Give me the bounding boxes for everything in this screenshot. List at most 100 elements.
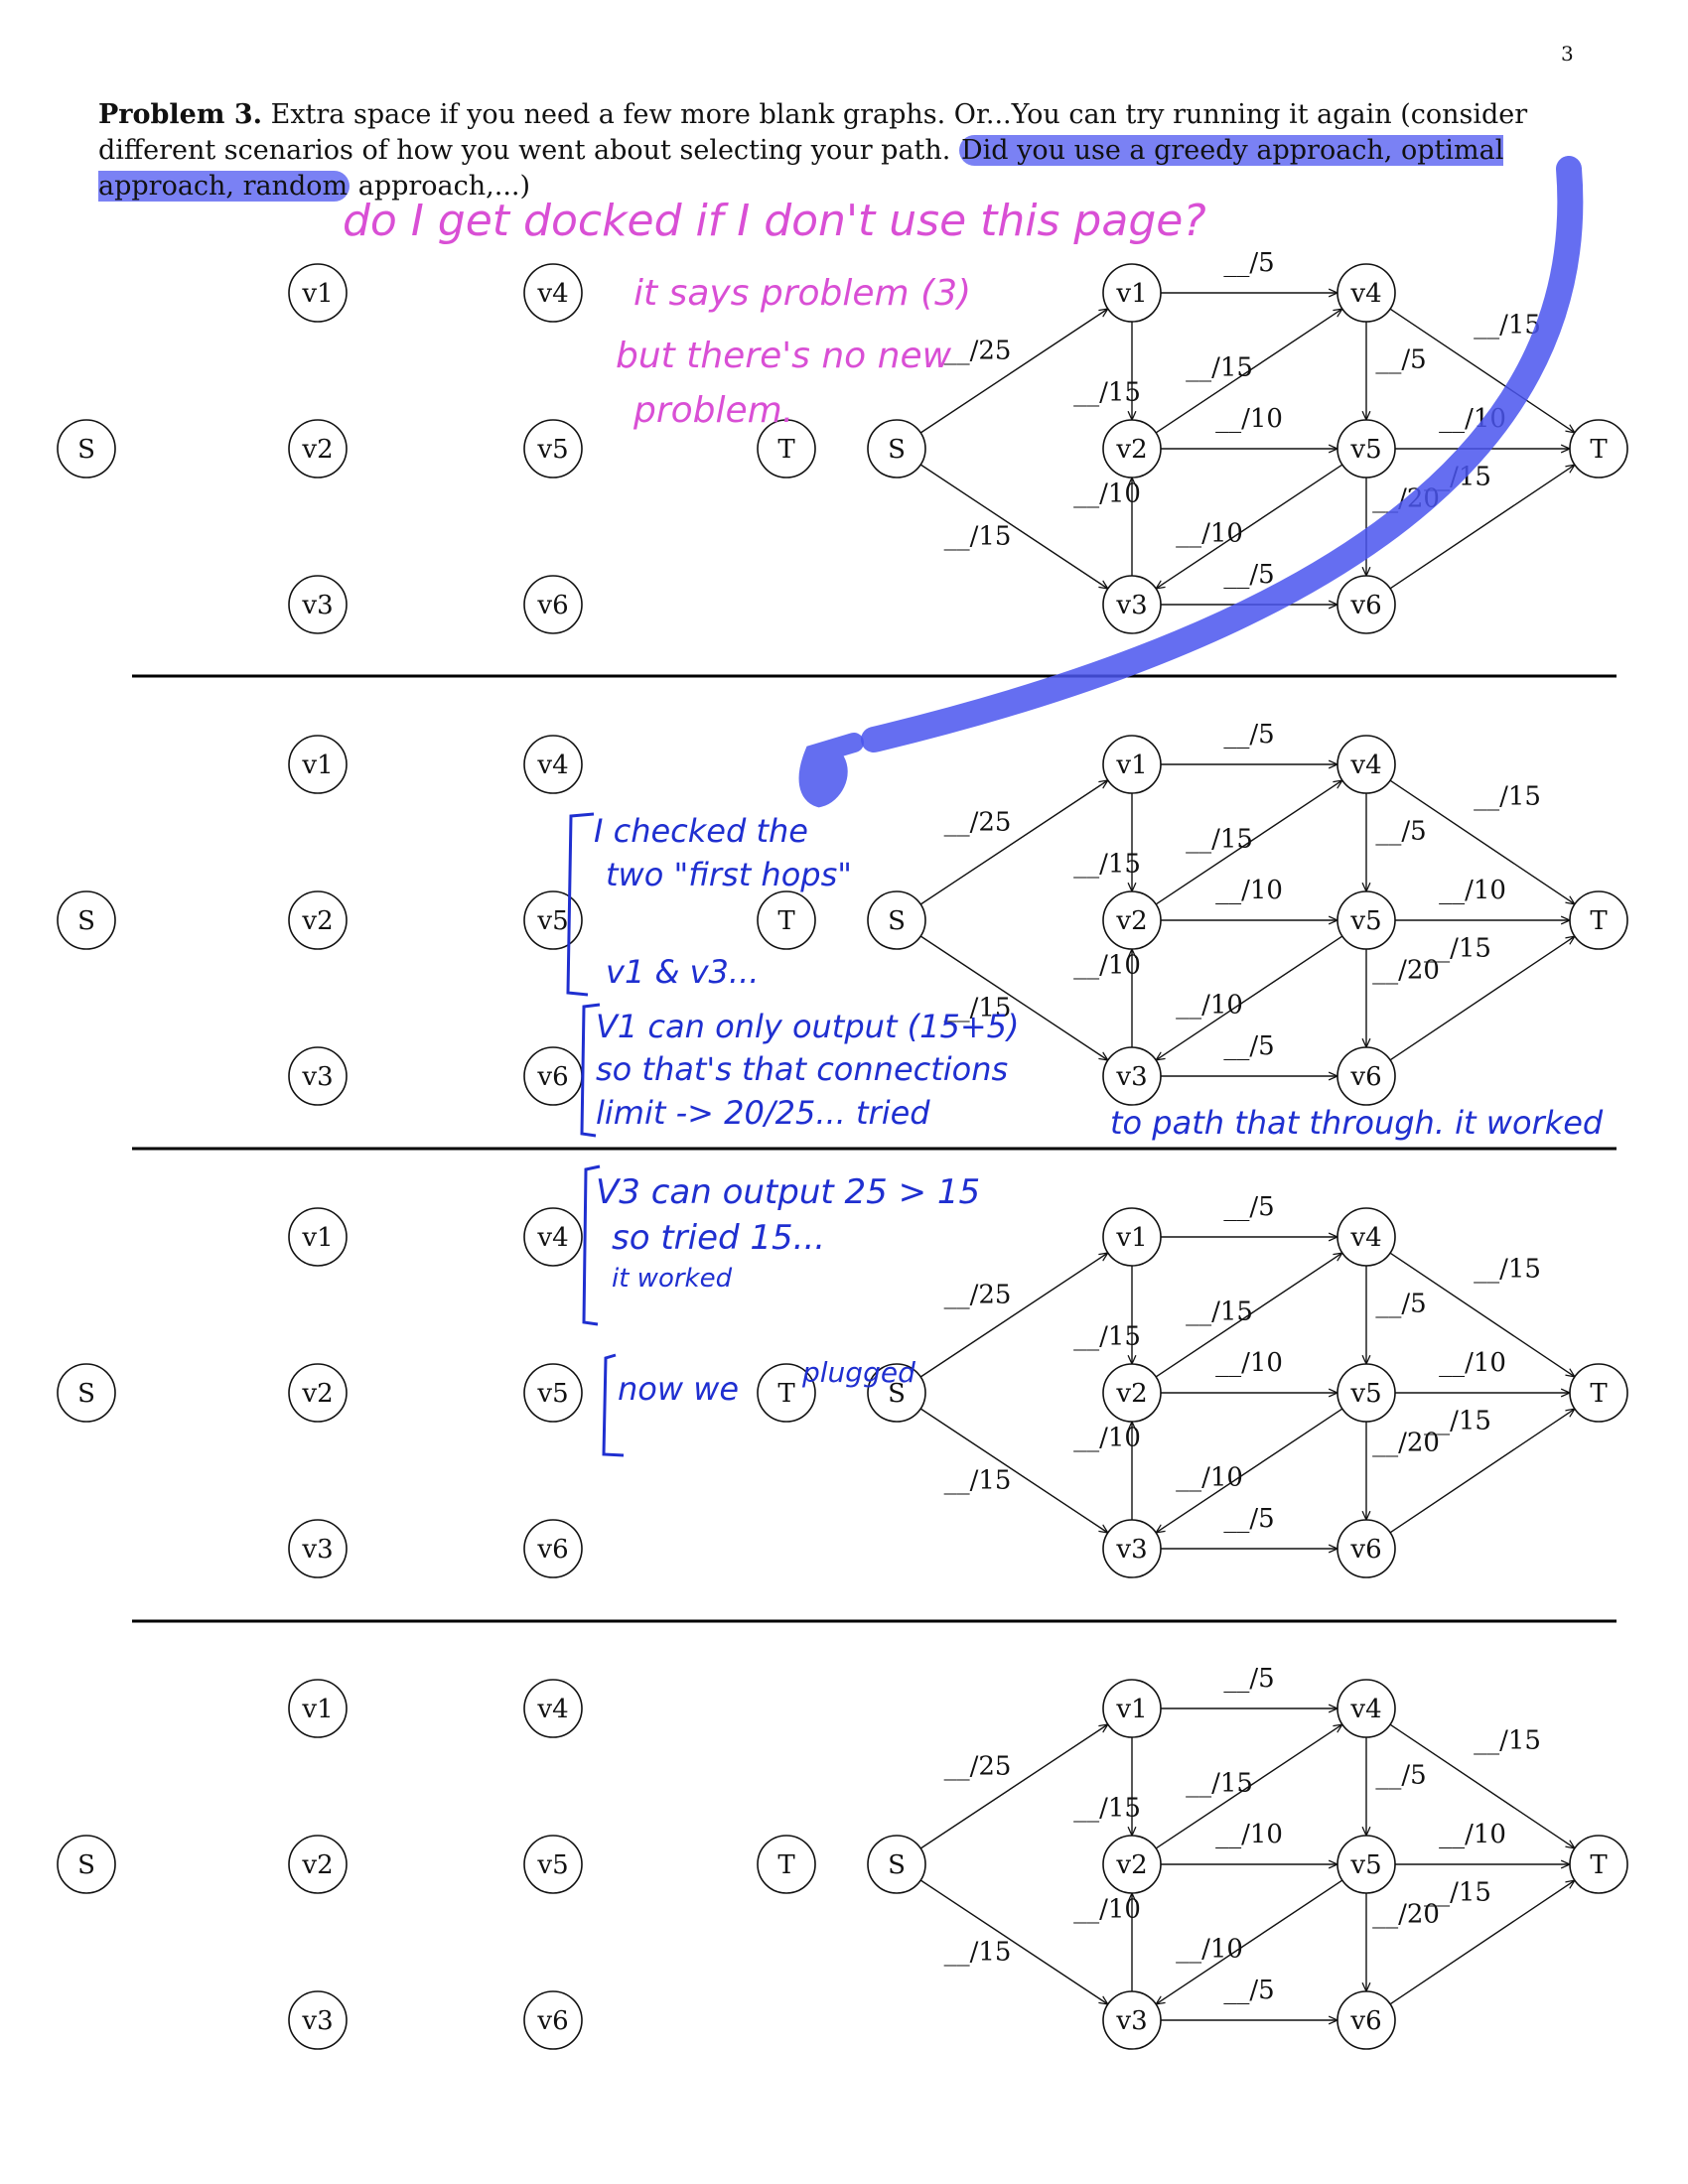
node-s: S bbox=[867, 890, 926, 950]
node-label: v2 bbox=[301, 906, 333, 936]
node-label: S bbox=[888, 435, 906, 465]
edge-v5-v3 bbox=[1156, 1408, 1343, 1533]
node-t: T bbox=[757, 890, 816, 950]
edge-capacity-label: __/10 bbox=[1176, 991, 1243, 1021]
edge-capacity-label: __/15 bbox=[944, 522, 1012, 552]
node-v2: v2 bbox=[1102, 890, 1162, 950]
node-label: v2 bbox=[301, 435, 333, 465]
node-label: v2 bbox=[1115, 906, 1147, 936]
edge-capacity-label: __/10 bbox=[1176, 519, 1243, 549]
node-s: S bbox=[57, 1835, 116, 1894]
node-label: v1 bbox=[301, 279, 333, 309]
node-v6: v6 bbox=[523, 1519, 583, 1578]
edge-capacity-label: __/10 bbox=[1439, 876, 1506, 905]
edge-capacity-label: __/5 bbox=[1223, 1031, 1274, 1061]
node-v1: v1 bbox=[1102, 1207, 1162, 1267]
edge-capacity-label: __/15 bbox=[1073, 378, 1141, 408]
node-label: v5 bbox=[536, 1379, 568, 1409]
blue-note-worked: it worked bbox=[612, 1264, 733, 1294]
blue-note-limit: limit -> 20/25... tried bbox=[596, 1094, 930, 1132]
edge-v6-t bbox=[1389, 1409, 1575, 1534]
node-label: v5 bbox=[1349, 435, 1381, 465]
edge-capacity-label: __/15 bbox=[1186, 353, 1253, 383]
node-s: S bbox=[867, 419, 926, 478]
blue-note-v1-v3: v1 & v3... bbox=[606, 953, 759, 991]
edge-capacity-label: __/10 bbox=[1215, 1820, 1283, 1849]
edge-s-v1 bbox=[919, 309, 1108, 434]
node-label: v3 bbox=[301, 2006, 333, 2036]
blue-note-now-we: now we bbox=[618, 1370, 739, 1408]
node-v4: v4 bbox=[1336, 1207, 1396, 1267]
blue-note-tried-15: so tried 15... bbox=[612, 1218, 825, 1258]
page-number: 3 bbox=[1561, 42, 1574, 66]
node-label: v5 bbox=[1349, 1379, 1381, 1409]
node-v4: v4 bbox=[523, 1679, 583, 1738]
node-label: S bbox=[888, 1379, 906, 1409]
edge-capacity-label: __/25 bbox=[944, 1281, 1012, 1310]
node-t: T bbox=[1569, 419, 1628, 478]
edge-capacity-label: __/10 bbox=[1439, 1348, 1506, 1378]
edge-capacity-label: __/5 bbox=[1375, 817, 1426, 847]
edge-capacity-label: __/10 bbox=[1073, 951, 1141, 981]
node-v1: v1 bbox=[1102, 735, 1162, 794]
node-label: v4 bbox=[1349, 1695, 1381, 1724]
node-v6: v6 bbox=[1336, 1046, 1396, 1106]
edge-capacity-label: __/15 bbox=[944, 1938, 1012, 1968]
edge-s-v3 bbox=[919, 935, 1108, 1060]
node-v6: v6 bbox=[1336, 1519, 1396, 1578]
edge-v5-v3 bbox=[1156, 464, 1343, 589]
node-v6: v6 bbox=[523, 575, 583, 634]
node-label: v2 bbox=[1115, 1379, 1147, 1409]
node-label: S bbox=[77, 1850, 95, 1880]
node-v5: v5 bbox=[523, 1835, 583, 1894]
node-label: v5 bbox=[536, 906, 568, 936]
edge-capacity-label: __/25 bbox=[944, 808, 1012, 838]
note-bracket bbox=[582, 1164, 601, 1326]
node-v3: v3 bbox=[1102, 1046, 1162, 1106]
node-label: S bbox=[888, 906, 906, 936]
node-label: v2 bbox=[1115, 435, 1147, 465]
pink-note-no-new: but there's no new bbox=[616, 336, 952, 376]
node-label: v4 bbox=[1349, 751, 1381, 780]
edge-v5-v3 bbox=[1156, 935, 1343, 1060]
edge-capacity-label: __/15 bbox=[1186, 1769, 1253, 1799]
node-v5: v5 bbox=[523, 890, 583, 950]
edge-v2-v4 bbox=[1155, 1253, 1342, 1378]
edge-capacity-label: __/10 bbox=[1073, 479, 1141, 509]
node-label: v3 bbox=[1115, 1062, 1147, 1092]
edge-capacity-label: __/10 bbox=[1215, 404, 1283, 434]
node-v2: v2 bbox=[288, 1835, 348, 1894]
edge-capacity-label: __/15 bbox=[1474, 1726, 1541, 1756]
edge-v4-t bbox=[1389, 308, 1575, 433]
node-label: v1 bbox=[301, 1695, 333, 1724]
edge-capacity-label: __/5 bbox=[1223, 720, 1274, 750]
edge-s-v3 bbox=[919, 1408, 1108, 1533]
node-label: v1 bbox=[301, 1223, 333, 1253]
edge-capacity-label: __/5 bbox=[1375, 345, 1426, 375]
blue-note-v1-output: V1 can only output (15+5) bbox=[596, 1008, 1020, 1045]
node-t: T bbox=[1569, 1835, 1628, 1894]
node-label: v5 bbox=[536, 1850, 568, 1880]
note-bracket bbox=[602, 1353, 625, 1457]
node-v5: v5 bbox=[523, 419, 583, 478]
edge-capacity-label: __/5 bbox=[1375, 1761, 1426, 1791]
node-label: v6 bbox=[536, 591, 568, 620]
node-v6: v6 bbox=[1336, 1990, 1396, 2050]
node-v4: v4 bbox=[523, 735, 583, 794]
node-label: v2 bbox=[1115, 1850, 1147, 1880]
node-v5: v5 bbox=[1336, 890, 1396, 950]
node-label: v3 bbox=[1115, 591, 1147, 620]
problem-heading: Problem 3. bbox=[98, 99, 263, 130]
node-s: S bbox=[57, 419, 116, 478]
node-label: T bbox=[777, 906, 795, 936]
node-label: v6 bbox=[1349, 2006, 1381, 2036]
node-t: T bbox=[757, 1363, 816, 1423]
edge-capacity-label: __/25 bbox=[944, 1752, 1012, 1782]
node-v6: v6 bbox=[523, 1990, 583, 2050]
node-label: v2 bbox=[301, 1850, 333, 1880]
node-v3: v3 bbox=[1102, 1990, 1162, 2050]
node-v1: v1 bbox=[288, 1207, 348, 1267]
node-t: T bbox=[757, 419, 816, 478]
edge-capacity-label: __/15 bbox=[1474, 311, 1541, 341]
